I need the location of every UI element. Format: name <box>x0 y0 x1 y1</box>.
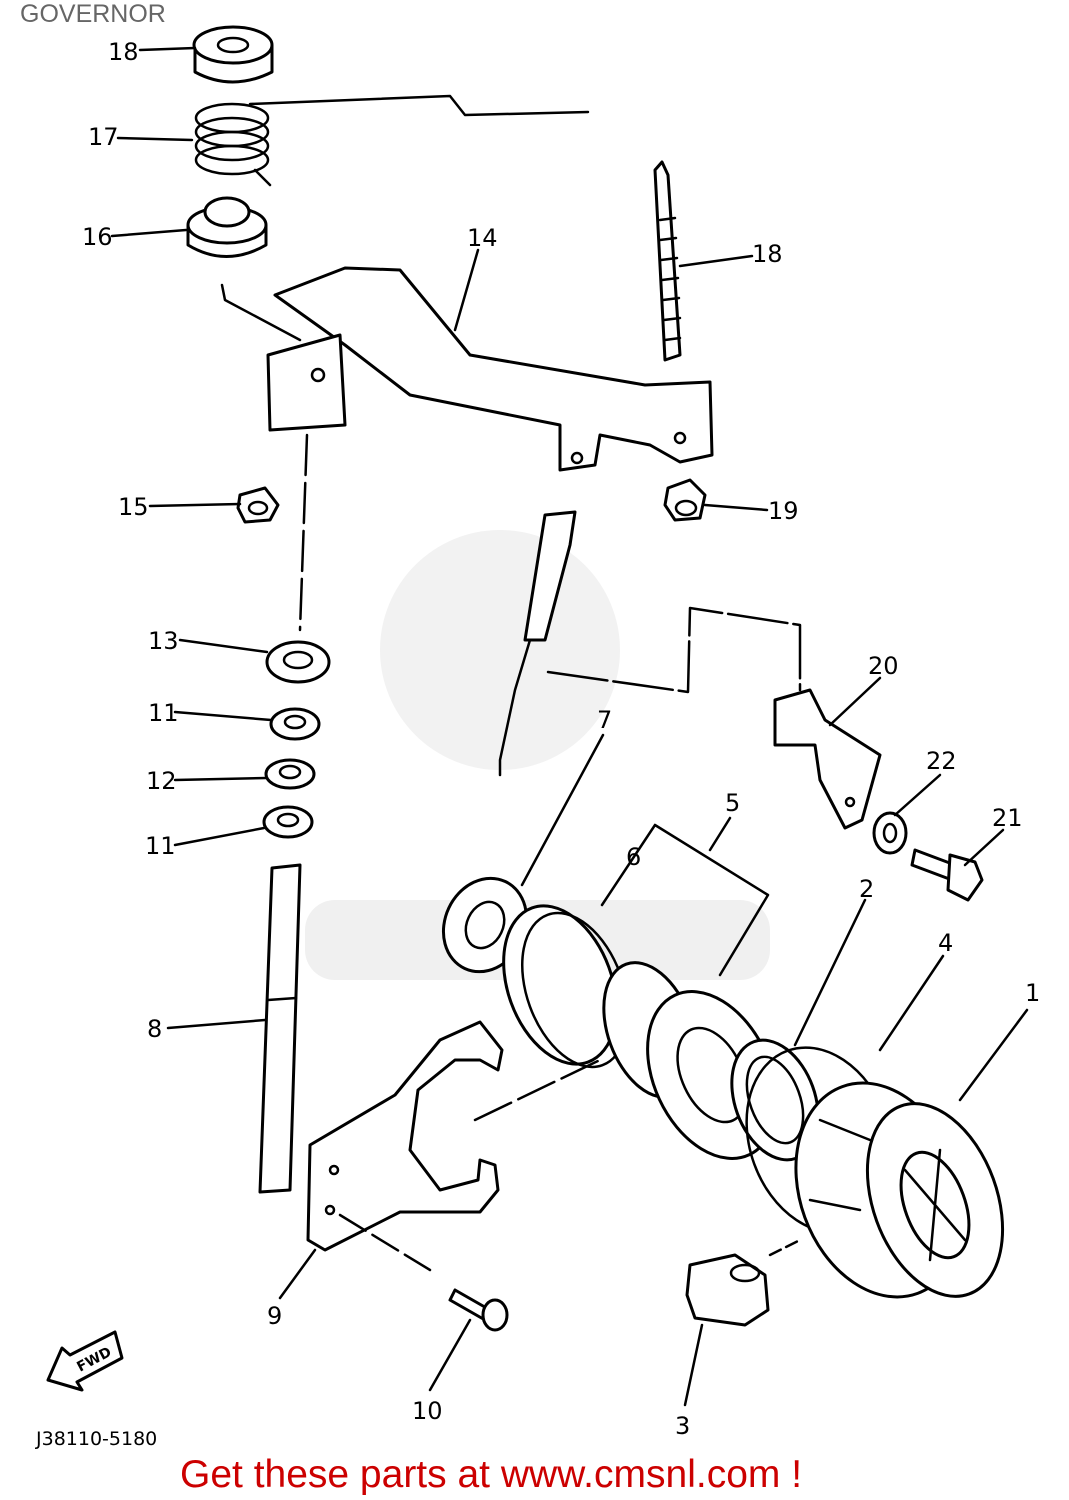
callout-10: 10 <box>412 1397 443 1425</box>
callout-7: 7 <box>597 706 612 734</box>
part-cap-top[interactable] <box>192 25 274 84</box>
part-nut-15[interactable] <box>236 486 280 524</box>
callout-16: 16 <box>82 223 113 251</box>
callout-17: 17 <box>88 123 119 151</box>
part-oil-seal[interactable] <box>265 640 331 684</box>
callout-15: 15 <box>118 493 149 521</box>
part-nut-19[interactable] <box>663 478 707 522</box>
callout-11-lower: 11 <box>145 832 176 860</box>
part-spring[interactable] <box>194 94 590 187</box>
fwd-arrow-icon: FWD <box>46 1330 124 1392</box>
callout-3: 3 <box>675 1412 690 1440</box>
callout-13: 13 <box>148 627 179 655</box>
part-bolt-21[interactable] <box>910 848 984 902</box>
callout-6: 6 <box>626 843 641 871</box>
part-plate-3[interactable] <box>685 1238 802 1327</box>
part-governor-weight[interactable] <box>767 1059 1027 1320</box>
callout-14: 14 <box>467 224 498 252</box>
part-cap-lower[interactable] <box>186 196 268 258</box>
promo-link[interactable]: Get these parts at www.cmsnl.com ! <box>180 1453 803 1496</box>
leader-lines <box>110 46 1029 1407</box>
callout-8: 8 <box>147 1015 162 1043</box>
part-washer-lower[interactable] <box>262 805 314 839</box>
callout-5: 5 <box>725 789 740 817</box>
part-screw-10[interactable] <box>448 1288 509 1332</box>
callout-2: 2 <box>859 875 874 903</box>
callout-12: 12 <box>146 767 177 795</box>
part-circlip[interactable] <box>264 758 316 790</box>
diagram-code: J38110-5180 <box>36 1428 158 1450</box>
part-bracket-9[interactable] <box>306 1020 602 1272</box>
part-lever-20[interactable] <box>773 688 882 830</box>
callout-4: 4 <box>938 929 953 957</box>
part-washer-upper[interactable] <box>269 707 321 741</box>
callout-19: 19 <box>768 497 799 525</box>
callout-18-top: 18 <box>108 38 139 66</box>
part-governor-lever[interactable] <box>220 266 714 472</box>
callout-1: 1 <box>1025 979 1040 1007</box>
callout-18: 18 <box>752 240 783 268</box>
callout-11-upper: 11 <box>148 699 179 727</box>
part-linkage-rod[interactable] <box>498 510 802 777</box>
part-washer-22[interactable] <box>872 811 908 855</box>
diagram-title: GOVERNOR <box>20 0 166 28</box>
callout-9: 9 <box>267 1302 282 1330</box>
part-ring-2[interactable] <box>716 1028 834 1172</box>
part-adjusting-screw[interactable] <box>653 160 682 362</box>
callout-20: 20 <box>868 652 899 680</box>
callout-labels: 18 17 16 14 18 15 19 13 11 12 11 20 7 22… <box>82 38 1040 1440</box>
part-governor-shaft[interactable] <box>258 863 302 1194</box>
callout-22: 22 <box>926 747 957 775</box>
callout-21: 21 <box>992 804 1023 832</box>
